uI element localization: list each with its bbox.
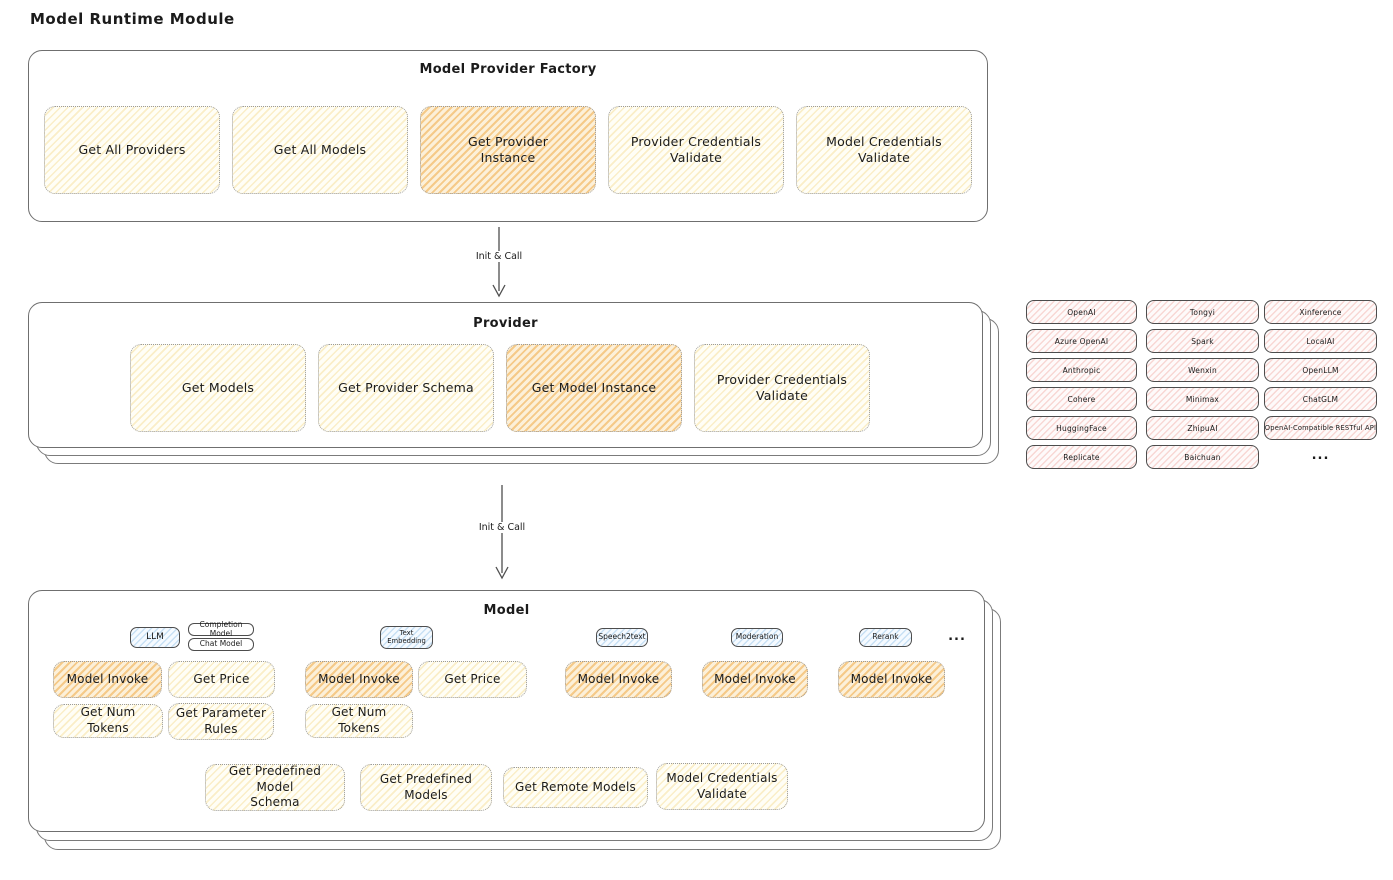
node-llm-get-price: Get Price	[168, 661, 275, 698]
provider-pill-cohere: Cohere	[1026, 387, 1137, 411]
init-call-label-1: Init & Call	[469, 251, 529, 262]
node-get-predefined-model-schema: Get Predefined Model Schema	[205, 764, 345, 811]
provider-pill-baichuan: Baichuan	[1146, 445, 1259, 469]
provider-pill-huggingface: HuggingFace	[1026, 416, 1137, 440]
node-get-models: Get Models	[130, 344, 306, 432]
model-title: Model	[483, 603, 530, 618]
node-get-all-models: Get All Models	[232, 106, 408, 194]
node-rerank-model-invoke: Model Invoke	[838, 661, 945, 698]
provider-pill-openai: OpenAI	[1026, 300, 1137, 324]
model-tabs-ellipsis: ...	[948, 629, 966, 644]
node-llm-get-num-tokens: Get Num Tokens	[53, 704, 163, 738]
node-get-all-providers: Get All Providers	[44, 106, 220, 194]
provider-pill-minimax: Minimax	[1146, 387, 1259, 411]
tab-text-embedding: Text Embedding	[380, 626, 433, 649]
tab-completion-model: Completion Model	[188, 620, 254, 637]
node-get-model-instance: Get Model Instance	[506, 344, 682, 432]
node-model-credentials-validate-2: Model Credentials Validate	[656, 763, 788, 810]
init-call-arrow-1	[492, 227, 506, 298]
provider-pill-anthropic: Anthropic	[1026, 358, 1137, 382]
node-llm-get-parameter-rules: Get Parameter Rules	[168, 703, 274, 740]
provider-pill-wenxin: Wenxin	[1146, 358, 1259, 382]
provider-pill-tongyi: Tongyi	[1146, 300, 1259, 324]
node-provider-credentials-validate: Provider Credentials Validate	[608, 106, 784, 194]
provider-pill-spark: Spark	[1146, 329, 1259, 353]
tab-speech2text: Speech2text	[596, 628, 648, 647]
node-model-credentials-validate: Model Credentials Validate	[796, 106, 972, 194]
factory-title: Model Provider Factory	[419, 62, 597, 77]
node-moderation-model-invoke: Model Invoke	[702, 661, 808, 698]
node-get-predefined-models: Get Predefined Models	[360, 764, 492, 811]
node-embedding-model-invoke: Model Invoke	[305, 661, 413, 698]
provider-pill-replicate: Replicate	[1026, 445, 1137, 469]
node-embedding-get-num-tokens: Get Num Tokens	[305, 704, 413, 738]
node-provider-credentials-validate-2: Provider Credentials Validate	[694, 344, 870, 432]
provider-pill-chatglm: ChatGLM	[1264, 387, 1377, 411]
provider-pill-xinference: Xinference	[1264, 300, 1377, 324]
node-get-provider-schema: Get Provider Schema	[318, 344, 494, 432]
tab-rerank: Rerank	[859, 628, 912, 647]
tab-chat-model: Chat Model	[188, 638, 254, 651]
node-llm-model-invoke: Model Invoke	[53, 661, 162, 698]
node-get-remote-models: Get Remote Models	[503, 767, 648, 808]
provider-list-ellipsis: ...	[1311, 448, 1330, 463]
provider-pill-openllm: OpenLLM	[1264, 358, 1377, 382]
provider-pill-localai: LocalAI	[1264, 329, 1377, 353]
node-embedding-get-price: Get Price	[418, 661, 527, 698]
provider-pill-openai-compatible-restful-api: OpenAI-Compatible RESTful API	[1264, 416, 1377, 440]
init-call-label-2: Init & Call	[472, 522, 532, 533]
node-get-provider-instance: Get Provider Instance	[420, 106, 596, 194]
tab-llm: LLM	[130, 627, 180, 648]
provider-title: Provider	[473, 316, 538, 331]
provider-pill-zhipuai: ZhipuAI	[1146, 416, 1259, 440]
provider-pill-azure-openai: Azure OpenAI	[1026, 329, 1137, 353]
diagram-title: Model Runtime Module	[30, 10, 235, 28]
node-speech2text-model-invoke: Model Invoke	[565, 661, 672, 698]
tab-moderation: Moderation	[731, 628, 783, 647]
